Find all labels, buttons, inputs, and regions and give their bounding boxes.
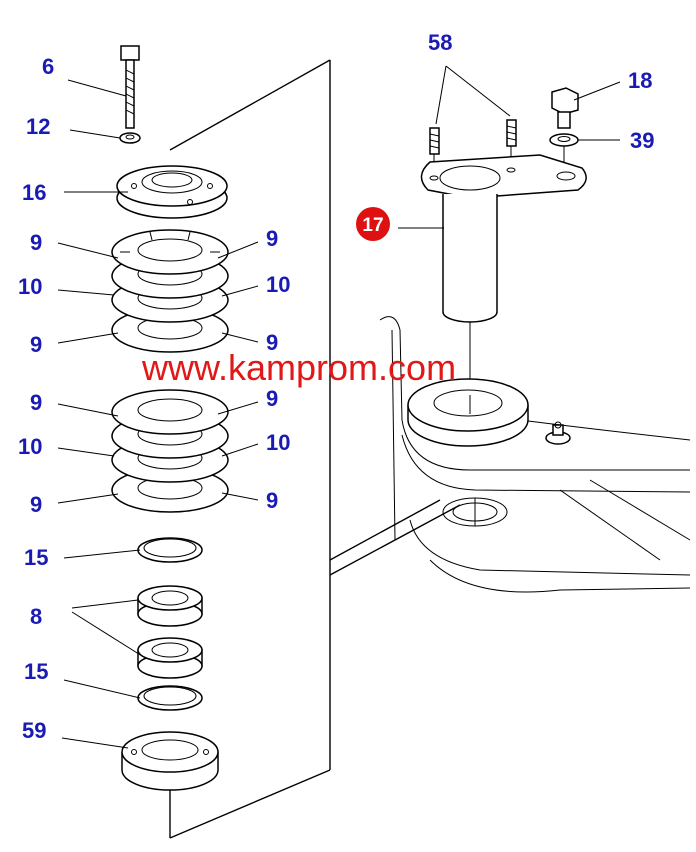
- boss-ring: [407, 378, 529, 447]
- callout-9: 9: [266, 488, 278, 513]
- bolt-18: [551, 87, 579, 129]
- callout-6: 6: [42, 54, 54, 79]
- group-bracket: [169, 59, 461, 839]
- callout-9: 9: [30, 332, 42, 357]
- callout-59: 59: [22, 718, 46, 743]
- washer-12: [119, 132, 141, 144]
- grease-fitting-icon: [545, 421, 571, 445]
- callout-9: 9: [30, 390, 42, 415]
- callout-9: 9: [30, 492, 42, 517]
- cover-16: [116, 165, 228, 219]
- watermark-text: www.kamprom.com: [141, 347, 456, 388]
- callout-9: 9: [30, 230, 42, 255]
- callout-39: 39: [630, 128, 654, 153]
- seal-ring-15-lower: [137, 685, 203, 711]
- bolt-6: [120, 45, 140, 129]
- callout-9: 9: [266, 226, 278, 251]
- callout-10: 10: [266, 272, 290, 297]
- machine-frame: [379, 316, 691, 593]
- callout-10: 10: [18, 274, 42, 299]
- callout-15: 15: [24, 659, 48, 684]
- callout-10: 10: [18, 434, 42, 459]
- callout-12: 12: [26, 114, 50, 139]
- callout-17: 17: [362, 215, 383, 236]
- callout-16: 16: [22, 180, 46, 205]
- callout-8: 8: [30, 604, 42, 629]
- disc-springs-lower: [111, 389, 229, 513]
- callout-58: 58: [428, 30, 452, 55]
- studs-58: [429, 119, 517, 170]
- callout-17-badge: 17: [356, 207, 390, 241]
- housing-59: [121, 731, 219, 791]
- disc-springs-upper: [111, 229, 229, 353]
- callout-9: 9: [266, 330, 278, 355]
- callouts: 6 12 16 9 9 10 10 9 9 9 9 10 10 9 9 15 8…: [18, 30, 654, 743]
- pin-plate-17: [420, 154, 587, 395]
- callout-18: 18: [628, 68, 652, 93]
- callout-10: 10: [266, 430, 290, 455]
- callout-15: 15: [24, 545, 48, 570]
- seal-ring-15-upper: [137, 537, 203, 563]
- leader-lines: [57, 65, 621, 749]
- callout-9: 9: [266, 386, 278, 411]
- bearings-8: [137, 585, 203, 679]
